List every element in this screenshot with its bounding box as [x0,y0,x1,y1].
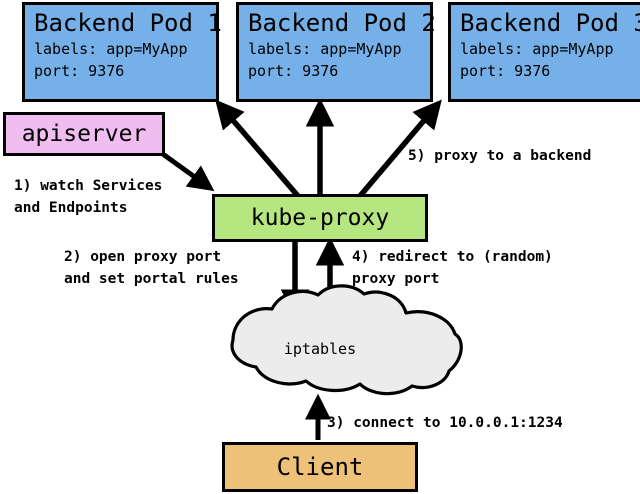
edge-label-step2: 2) open proxy port and set portal rules [64,246,239,290]
edge-kubeproxy-to-pod1 [215,99,301,198]
kube-proxy-label: kube-proxy [250,205,390,231]
backend-pod-2-box[interactable]: Backend Pod 2 labels: app=MyApp port: 93… [236,2,436,102]
kube-proxy-box[interactable]: kube-proxy [212,194,428,242]
edge-apiserver-to-kubeproxy [158,149,215,192]
backend-pod-2-port: port: 9376 [248,62,339,80]
edge-label-step1-line2: and Endpoints [14,200,128,216]
edge-label-step3-line1: 3) connect to 10.0.0.1:1234 [327,415,563,431]
backend-pod-1-port: port: 9376 [34,62,125,80]
backend-pod-1-labels: labels: app=MyApp [34,40,188,58]
edge-kubeproxy-to-pod3 [357,99,442,198]
client-box[interactable]: Client [222,442,418,492]
client-label: Client [276,453,364,481]
apiserver-box[interactable]: apiserver [3,112,165,156]
backend-pod-3-box[interactable]: Backend Pod 3 labels: app=MyApp port: 93… [448,2,640,102]
backend-pod-3-port: port: 9376 [460,62,551,80]
edge-label-step3: 3) connect to 10.0.0.1:1234 [327,412,563,434]
backend-pod-3-labels: labels: app=MyApp [460,40,614,58]
edge-label-step5: 5) proxy to a backend [408,145,591,167]
edge-label-step2-line1: 2) open proxy port [64,249,222,265]
edge-label-step2-line2: and set portal rules [64,271,239,287]
backend-pod-1-title: Backend Pod 1 [34,9,222,37]
backend-pod-2-title: Backend Pod 2 [248,9,436,37]
edge-label-step4: 4) redirect to (random) proxy port [352,246,553,290]
apiserver-label: apiserver [21,121,147,147]
edge-label-step4-line2: proxy port [352,271,440,287]
edge-label-step1-line1: 1) watch Services [14,178,163,194]
backend-pod-3-title: Backend Pod 3 [460,9,640,37]
edge-label-step4-line1: 4) redirect to (random) [352,249,553,265]
backend-pod-1-box[interactable]: Backend Pod 1 labels: app=MyApp port: 93… [22,2,222,102]
edge-label-step5-line1: 5) proxy to a backend [408,148,592,164]
backend-pod-2-labels: labels: app=MyApp [248,40,402,58]
iptables-label: iptables [283,340,357,358]
edge-label-step1: 1) watch Services and Endpoints [14,175,162,219]
iptables-cloud [230,284,463,396]
